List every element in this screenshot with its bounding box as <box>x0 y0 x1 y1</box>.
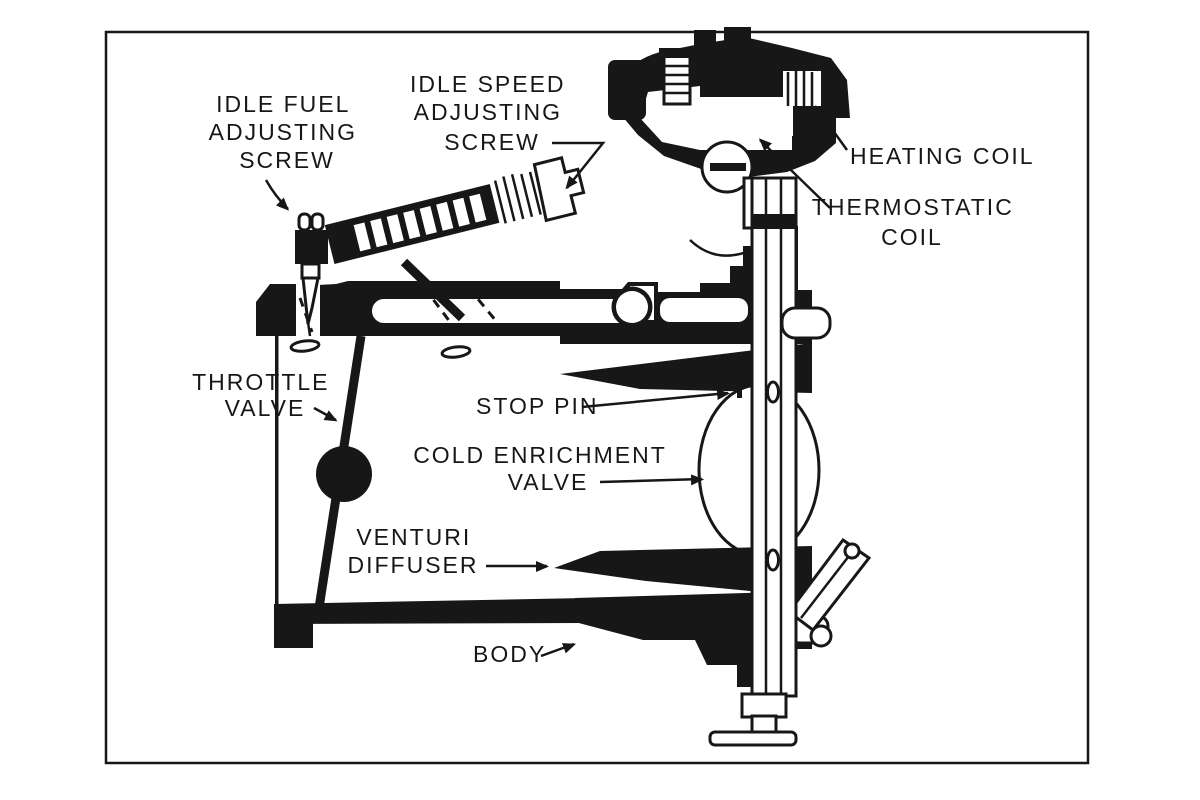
needle-tip <box>301 276 320 325</box>
leader-thermostatic-coil <box>758 138 831 209</box>
leader-idle-fuel <box>264 179 290 211</box>
shaft-link <box>766 548 780 572</box>
housing-screw-icon <box>659 48 695 106</box>
gasket-hole <box>440 345 472 359</box>
venturi-upper-cone <box>560 343 812 393</box>
choke-valve-shaft <box>708 176 832 747</box>
housing-side-plug-icon <box>608 60 646 120</box>
label-cold-enrichment-valve: COLD ENRICHMENT VALVE <box>413 442 675 495</box>
leader-heating-coil <box>814 105 849 151</box>
labels: IDLE FUEL ADJUSTING SCREW IDLE SPEED ADJ… <box>192 71 1035 667</box>
leader-stop-pin <box>581 389 731 409</box>
fast-idle-lever <box>786 537 872 648</box>
throttle-shaft-ball <box>316 446 372 502</box>
bore-wall <box>275 336 279 614</box>
shaft-foot <box>708 692 798 747</box>
label-throttle-valve: THROTTLE VALVE <box>192 369 338 421</box>
diagram-frame <box>104 30 1090 765</box>
label-idle-fuel-adjusting-screw: IDLE FUEL ADJUSTING SCREW <box>209 91 366 173</box>
leader-idle-speed <box>552 141 606 190</box>
shaft-link <box>766 380 780 404</box>
label-body: BODY <box>473 641 546 667</box>
body-top-band <box>268 281 812 344</box>
heating-coil-spring-icon <box>783 70 821 106</box>
leader-throttle-valve <box>313 406 338 422</box>
label-heating-coil: HEATING COIL <box>850 143 1035 169</box>
fuel-passage <box>372 299 640 323</box>
leader-body <box>540 642 577 658</box>
gasket-hole <box>289 339 321 353</box>
leader-cold-enrichment <box>599 474 705 486</box>
stop-pin-part <box>737 377 742 398</box>
screw-boss <box>400 258 466 322</box>
needle-spring-icon <box>295 230 328 264</box>
choke-shaft-bar <box>710 163 746 171</box>
idle-fuel-screw-assembly <box>256 212 372 337</box>
label-stop-pin: STOP PIN <box>476 393 599 419</box>
label-thermostatic-coil: THERMOSTATIC COIL <box>812 194 1022 250</box>
label-idle-speed-adjusting-screw: IDLE SPEED ADJUSTING SCREW <box>410 71 574 155</box>
label-venturi-diffuser: VENTURI DIFFUSER <box>348 524 480 578</box>
venturi-lower-cone <box>554 546 812 597</box>
idle-speed-screw-assembly <box>324 156 586 264</box>
throttle-valve-assembly <box>275 335 372 614</box>
screw-head <box>532 156 586 223</box>
screw-spring-icon <box>489 170 547 225</box>
screw-threads-icon <box>353 193 487 252</box>
shaft-bolt <box>780 306 832 340</box>
